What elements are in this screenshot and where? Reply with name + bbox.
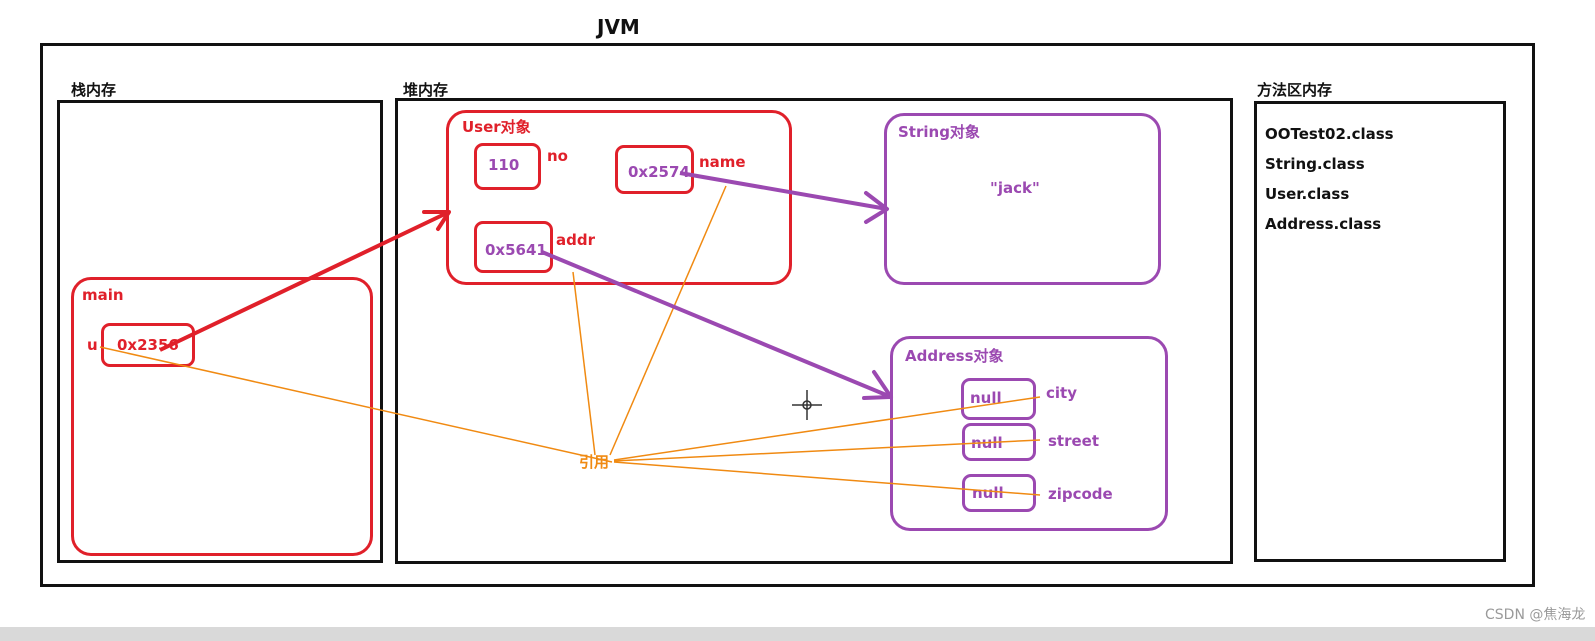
reference-line-city (613, 396, 1041, 461)
main-to-user-arrowhead (422, 210, 451, 231)
address-city-cell (961, 378, 1036, 420)
user-name-value: 0x2574 (628, 163, 690, 181)
name-to-string-arrow (679, 171, 888, 211)
address-object-label: Address对象 (905, 347, 1004, 365)
reference-line-street (613, 439, 1041, 462)
addr-to-address-arrow (541, 250, 892, 399)
address-zipcode-field: zipcode (1048, 485, 1113, 503)
main-to-user-arrow (159, 210, 450, 352)
user-no-value: 110 (488, 156, 520, 174)
method-area-class-item: User.class (1265, 185, 1350, 203)
main-frame-label: main (82, 286, 124, 304)
watermark-text: CSDN @焦海龙 (1485, 607, 1586, 623)
method-area-class-item: OOTest02.class (1265, 125, 1394, 143)
user-object-label: User对象 (462, 118, 531, 136)
user-addr-value: 0x5641 (485, 241, 547, 259)
method-area-class-item: String.class (1265, 155, 1365, 173)
address-object (890, 336, 1168, 531)
name-to-string-arrowhead (864, 191, 889, 224)
bottom-strip (0, 627, 1595, 641)
reference-line-name (609, 185, 727, 456)
user-name-cell (615, 145, 694, 194)
reference-label: 引用 (579, 453, 610, 471)
reference-line-addr (572, 271, 596, 456)
reference-line-zipcode (613, 461, 1041, 496)
user-no-cell (474, 143, 541, 190)
reference-line-main (99, 346, 613, 463)
jvm-title: JVM (597, 15, 640, 39)
address-zipcode-cell (962, 474, 1036, 512)
main-frame (71, 277, 373, 556)
stack-memory-frame (57, 100, 383, 563)
address-city-value: null (970, 389, 1002, 407)
user-addr-cell (474, 221, 553, 273)
user-name-field: name (699, 153, 746, 171)
address-street-cell (962, 423, 1036, 461)
stack-memory-label: 栈内存 (71, 81, 117, 99)
heap-memory-label: 堆内存 (403, 81, 449, 99)
user-no-field: no (547, 147, 568, 165)
method-area-class-item: Address.class (1265, 215, 1382, 233)
local-var-cell (101, 323, 195, 367)
address-city-field: city (1046, 384, 1077, 402)
string-object (884, 113, 1161, 285)
user-addr-field: addr (556, 231, 595, 249)
method-area-class-list: OOTest02.class String.class User.class A… (1265, 119, 1394, 239)
address-zipcode-value: null (972, 484, 1004, 502)
addr-to-address-arrowhead (862, 370, 893, 400)
jvm-frame (40, 43, 1535, 587)
address-street-field: street (1048, 432, 1100, 450)
method-area-label: 方法区内存 (1257, 81, 1333, 99)
cursor-crosshair-icon (792, 390, 822, 420)
string-object-label: String对象 (898, 123, 980, 141)
string-object-value: "jack" (990, 179, 1040, 197)
heap-memory-frame (395, 98, 1233, 564)
method-area-frame (1254, 101, 1506, 562)
local-var-name: u (87, 336, 98, 354)
